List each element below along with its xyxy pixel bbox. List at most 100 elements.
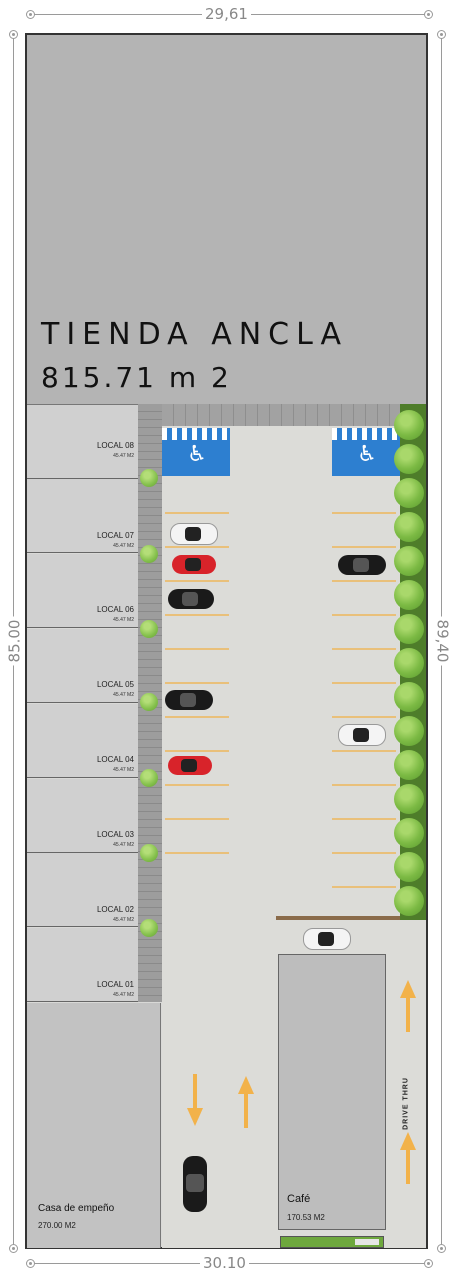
tree-icon xyxy=(140,844,158,862)
dimension-node-icon xyxy=(424,10,433,19)
local-area: 45.47 M2 xyxy=(113,767,134,773)
local-label: LOCAL 03 xyxy=(96,830,134,839)
car-icon xyxy=(338,724,386,746)
dimension-right: 89,40 xyxy=(433,616,451,666)
tree-icon xyxy=(140,620,158,638)
local-05[interactable]: LOCAL 05 45.47 M2 xyxy=(27,629,138,703)
tree-icon xyxy=(394,648,424,678)
cafe-area: 170.53 M2 xyxy=(287,1213,325,1222)
stall-line xyxy=(332,818,396,820)
wheelchair-icon: ♿ xyxy=(187,442,207,467)
sign-icon xyxy=(355,1239,379,1245)
casa-de-empeno[interactable]: Casa de empeño 270.00 M2 xyxy=(27,1003,161,1248)
dimension-node-icon xyxy=(9,1244,18,1253)
casa-label: Casa de empeño xyxy=(38,1203,115,1214)
dimension-node-icon xyxy=(26,10,35,19)
stall-line xyxy=(332,784,396,786)
car-icon xyxy=(168,756,212,775)
stall-line xyxy=(165,512,229,514)
stall-line xyxy=(165,580,229,582)
anchor-store-area: 815.71 m 2 xyxy=(41,361,232,394)
stall-line xyxy=(332,648,396,650)
handicap-space-left: ♿ xyxy=(162,428,230,476)
local-area: 45.47 M2 xyxy=(113,917,134,923)
stall-line xyxy=(165,614,229,616)
local-area: 45.47 M2 xyxy=(113,992,134,998)
tree-icon xyxy=(140,769,158,787)
tree-icon xyxy=(394,614,424,644)
stall-line xyxy=(165,716,229,718)
local-area: 45.47 M2 xyxy=(113,543,134,549)
tree-icon xyxy=(394,818,424,848)
arrow-up-icon xyxy=(238,1076,254,1128)
stall-line xyxy=(165,648,229,650)
car-icon xyxy=(170,523,218,545)
tree-icon xyxy=(394,750,424,780)
stall-line xyxy=(165,750,229,752)
grass-strip xyxy=(280,1236,384,1248)
local-area: 45.47 M2 xyxy=(113,617,134,623)
drive-thru-label: DRIVE THRU xyxy=(402,1077,410,1130)
stall-line xyxy=(332,580,396,582)
car-icon xyxy=(338,555,386,575)
dimension-bottom: 30.10 xyxy=(200,1255,249,1271)
stall-line xyxy=(332,886,396,888)
canopy-bar xyxy=(276,916,400,920)
stall-line xyxy=(165,784,229,786)
local-08[interactable]: LOCAL 08 45.47 M2 xyxy=(27,405,138,479)
tree-icon xyxy=(394,716,424,746)
dimension-top: 29,61 xyxy=(202,6,251,22)
anchor-store-title: TIENDA ANCLA xyxy=(41,317,349,352)
stall-line xyxy=(165,818,229,820)
anchor-store[interactable]: TIENDA ANCLA 815.71 m 2 xyxy=(27,35,426,405)
stall-line xyxy=(332,750,396,752)
arrow-up-icon xyxy=(400,980,416,1032)
cafe-label: Café xyxy=(287,1193,311,1205)
tree-icon xyxy=(140,545,158,563)
cafe-building[interactable]: Café 170.53 M2 xyxy=(278,954,386,1230)
stall-line xyxy=(332,614,396,616)
car-icon xyxy=(183,1156,207,1212)
tree-icon xyxy=(140,469,158,487)
tree-icon xyxy=(394,546,424,576)
local-label: LOCAL 01 xyxy=(96,980,134,989)
local-label: LOCAL 08 xyxy=(96,441,134,450)
crosswalk-stripes xyxy=(332,428,400,440)
local-label: LOCAL 07 xyxy=(96,531,134,540)
crosswalk-stripes xyxy=(162,428,230,440)
tree-icon xyxy=(394,478,424,508)
local-02[interactable]: LOCAL 02 45.47 M2 xyxy=(27,853,138,927)
dimension-node-icon xyxy=(424,1259,433,1268)
parking-lot xyxy=(162,426,400,920)
stall-line xyxy=(332,682,396,684)
local-area: 45.47 M2 xyxy=(113,692,134,698)
tree-icon xyxy=(394,580,424,610)
stall-line xyxy=(332,852,396,854)
local-label: LOCAL 02 xyxy=(96,905,134,914)
car-icon xyxy=(168,589,214,609)
stall-line xyxy=(332,512,396,514)
local-06[interactable]: LOCAL 06 45.47 M2 xyxy=(27,554,138,628)
local-03[interactable]: LOCAL 03 45.47 M2 xyxy=(27,779,138,853)
tree-icon xyxy=(394,444,424,474)
local-07[interactable]: LOCAL 07 45.47 M2 xyxy=(27,479,138,553)
tree-icon xyxy=(394,410,424,440)
tree-icon xyxy=(394,784,424,814)
dimension-node-icon xyxy=(26,1259,35,1268)
car-icon xyxy=(303,928,351,950)
tree-icon xyxy=(394,682,424,712)
car-icon xyxy=(172,555,216,574)
arrow-down-icon xyxy=(187,1074,203,1126)
dimension-left: 85.00 xyxy=(5,616,23,666)
sidewalk-top xyxy=(162,404,400,426)
dimension-node-icon xyxy=(437,1244,446,1253)
local-label: LOCAL 04 xyxy=(96,755,134,764)
dimension-node-icon xyxy=(9,30,18,39)
local-label: LOCAL 06 xyxy=(96,605,134,614)
car-icon xyxy=(165,690,213,710)
arrow-up-icon xyxy=(400,1132,416,1184)
stall-line xyxy=(165,852,229,854)
stall-line xyxy=(165,546,229,548)
local-04[interactable]: LOCAL 04 45.47 M2 xyxy=(27,704,138,778)
local-01[interactable]: LOCAL 01 45.47 M2 xyxy=(27,928,138,1002)
